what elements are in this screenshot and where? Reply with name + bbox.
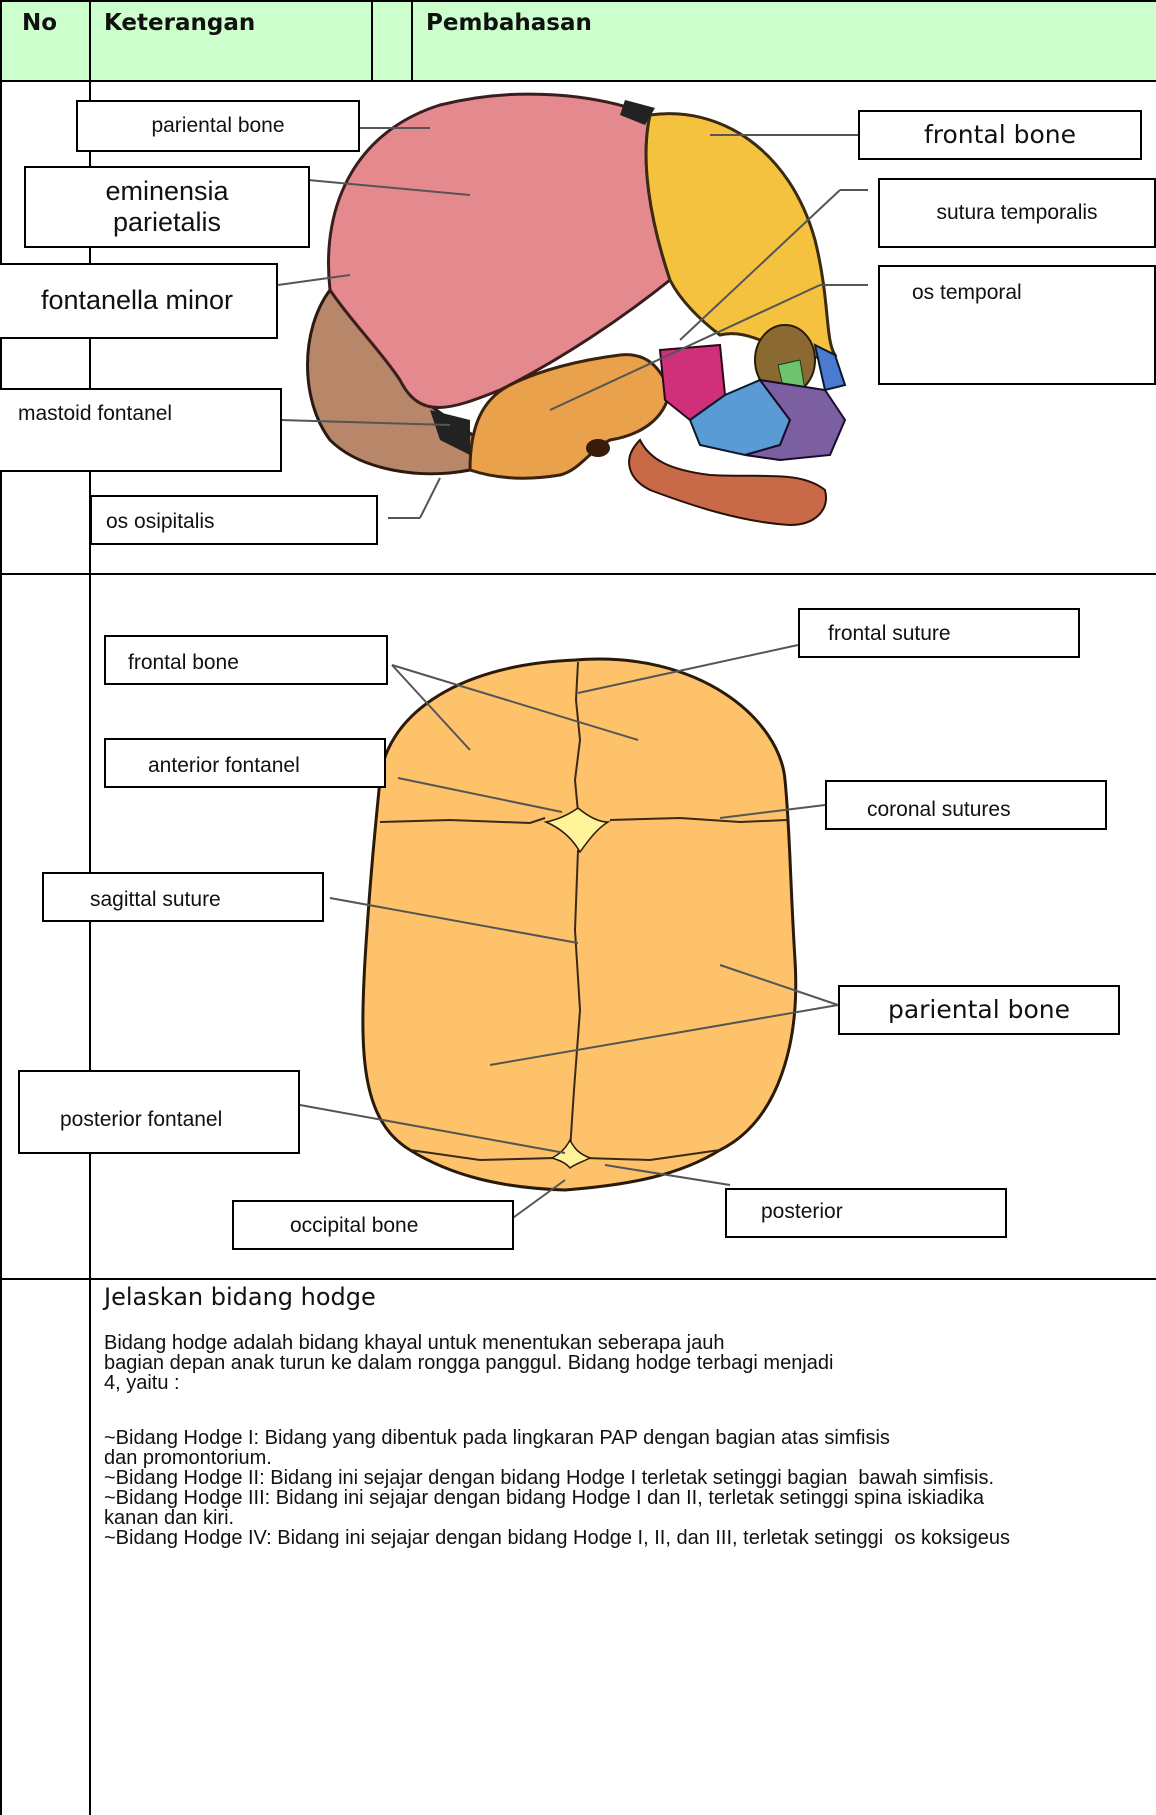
label-os-temporal: os temporal	[878, 265, 1156, 385]
label-sagittal-suture: sagittal suture	[42, 872, 324, 922]
label-sutura-temporalis: sutura temporalis	[878, 178, 1156, 248]
ear-canal	[586, 439, 610, 457]
label-mastoid-fontanel: mastoid fontanel	[0, 388, 282, 472]
table-row-divider	[0, 80, 1156, 82]
label-frontal-bone: frontal bone	[858, 110, 1142, 160]
table-row-divider	[0, 1278, 1156, 1280]
label-occipital-bone: occipital bone	[232, 1200, 514, 1250]
label-fontanella-minor: fontanella minor	[0, 263, 278, 339]
hodge-intro: Bidang hodge adalah bidang khayal untuk …	[104, 1333, 833, 1393]
label-pariental-bone: pariental bone	[76, 100, 360, 152]
hodge-item-4: ~Bidang Hodge IV: Bidang ini sejajar den…	[104, 1528, 1010, 1548]
lateral-skull-diagram	[278, 94, 868, 525]
label-posterior: posterior	[725, 1188, 1007, 1238]
table-column-divider	[411, 0, 413, 80]
label-posterior-fontanel: posterior fontanel	[18, 1070, 300, 1154]
label-eminensia-parietalis: eminensia parietalis	[24, 166, 310, 248]
label-pariental-bone-top: pariental bone	[838, 985, 1120, 1035]
hodge-item-1: ~Bidang Hodge I: Bidang yang dibentuk pa…	[104, 1428, 890, 1468]
label-frontal-bone-top: frontal bone	[104, 635, 388, 685]
nasal-region	[815, 345, 845, 390]
label-coronal-sutures: coronal sutures	[825, 780, 1107, 830]
header-keterangan: Keterangan	[104, 10, 255, 36]
hodge-item-3: ~Bidang Hodge III: Bidang ini sejajar de…	[104, 1488, 984, 1528]
header-no: No	[22, 10, 57, 36]
table-row-divider	[0, 573, 1156, 575]
hodge-item-2: ~Bidang Hodge II: Bidang ini sejajar den…	[104, 1468, 994, 1488]
frontal-region	[646, 114, 835, 360]
section-title: Jelaskan bidang hodge	[104, 1283, 376, 1311]
top-skull-diagram	[300, 645, 838, 1220]
header-pembahasan: Pembahasan	[426, 10, 592, 36]
label-os-osipitalis: os osipitalis	[90, 495, 378, 545]
label-anterior-fontanel: anterior fontanel	[104, 738, 386, 788]
label-frontal-suture: frontal suture	[798, 608, 1080, 658]
table-column-divider	[371, 0, 373, 80]
table-border-top	[0, 0, 1156, 2]
